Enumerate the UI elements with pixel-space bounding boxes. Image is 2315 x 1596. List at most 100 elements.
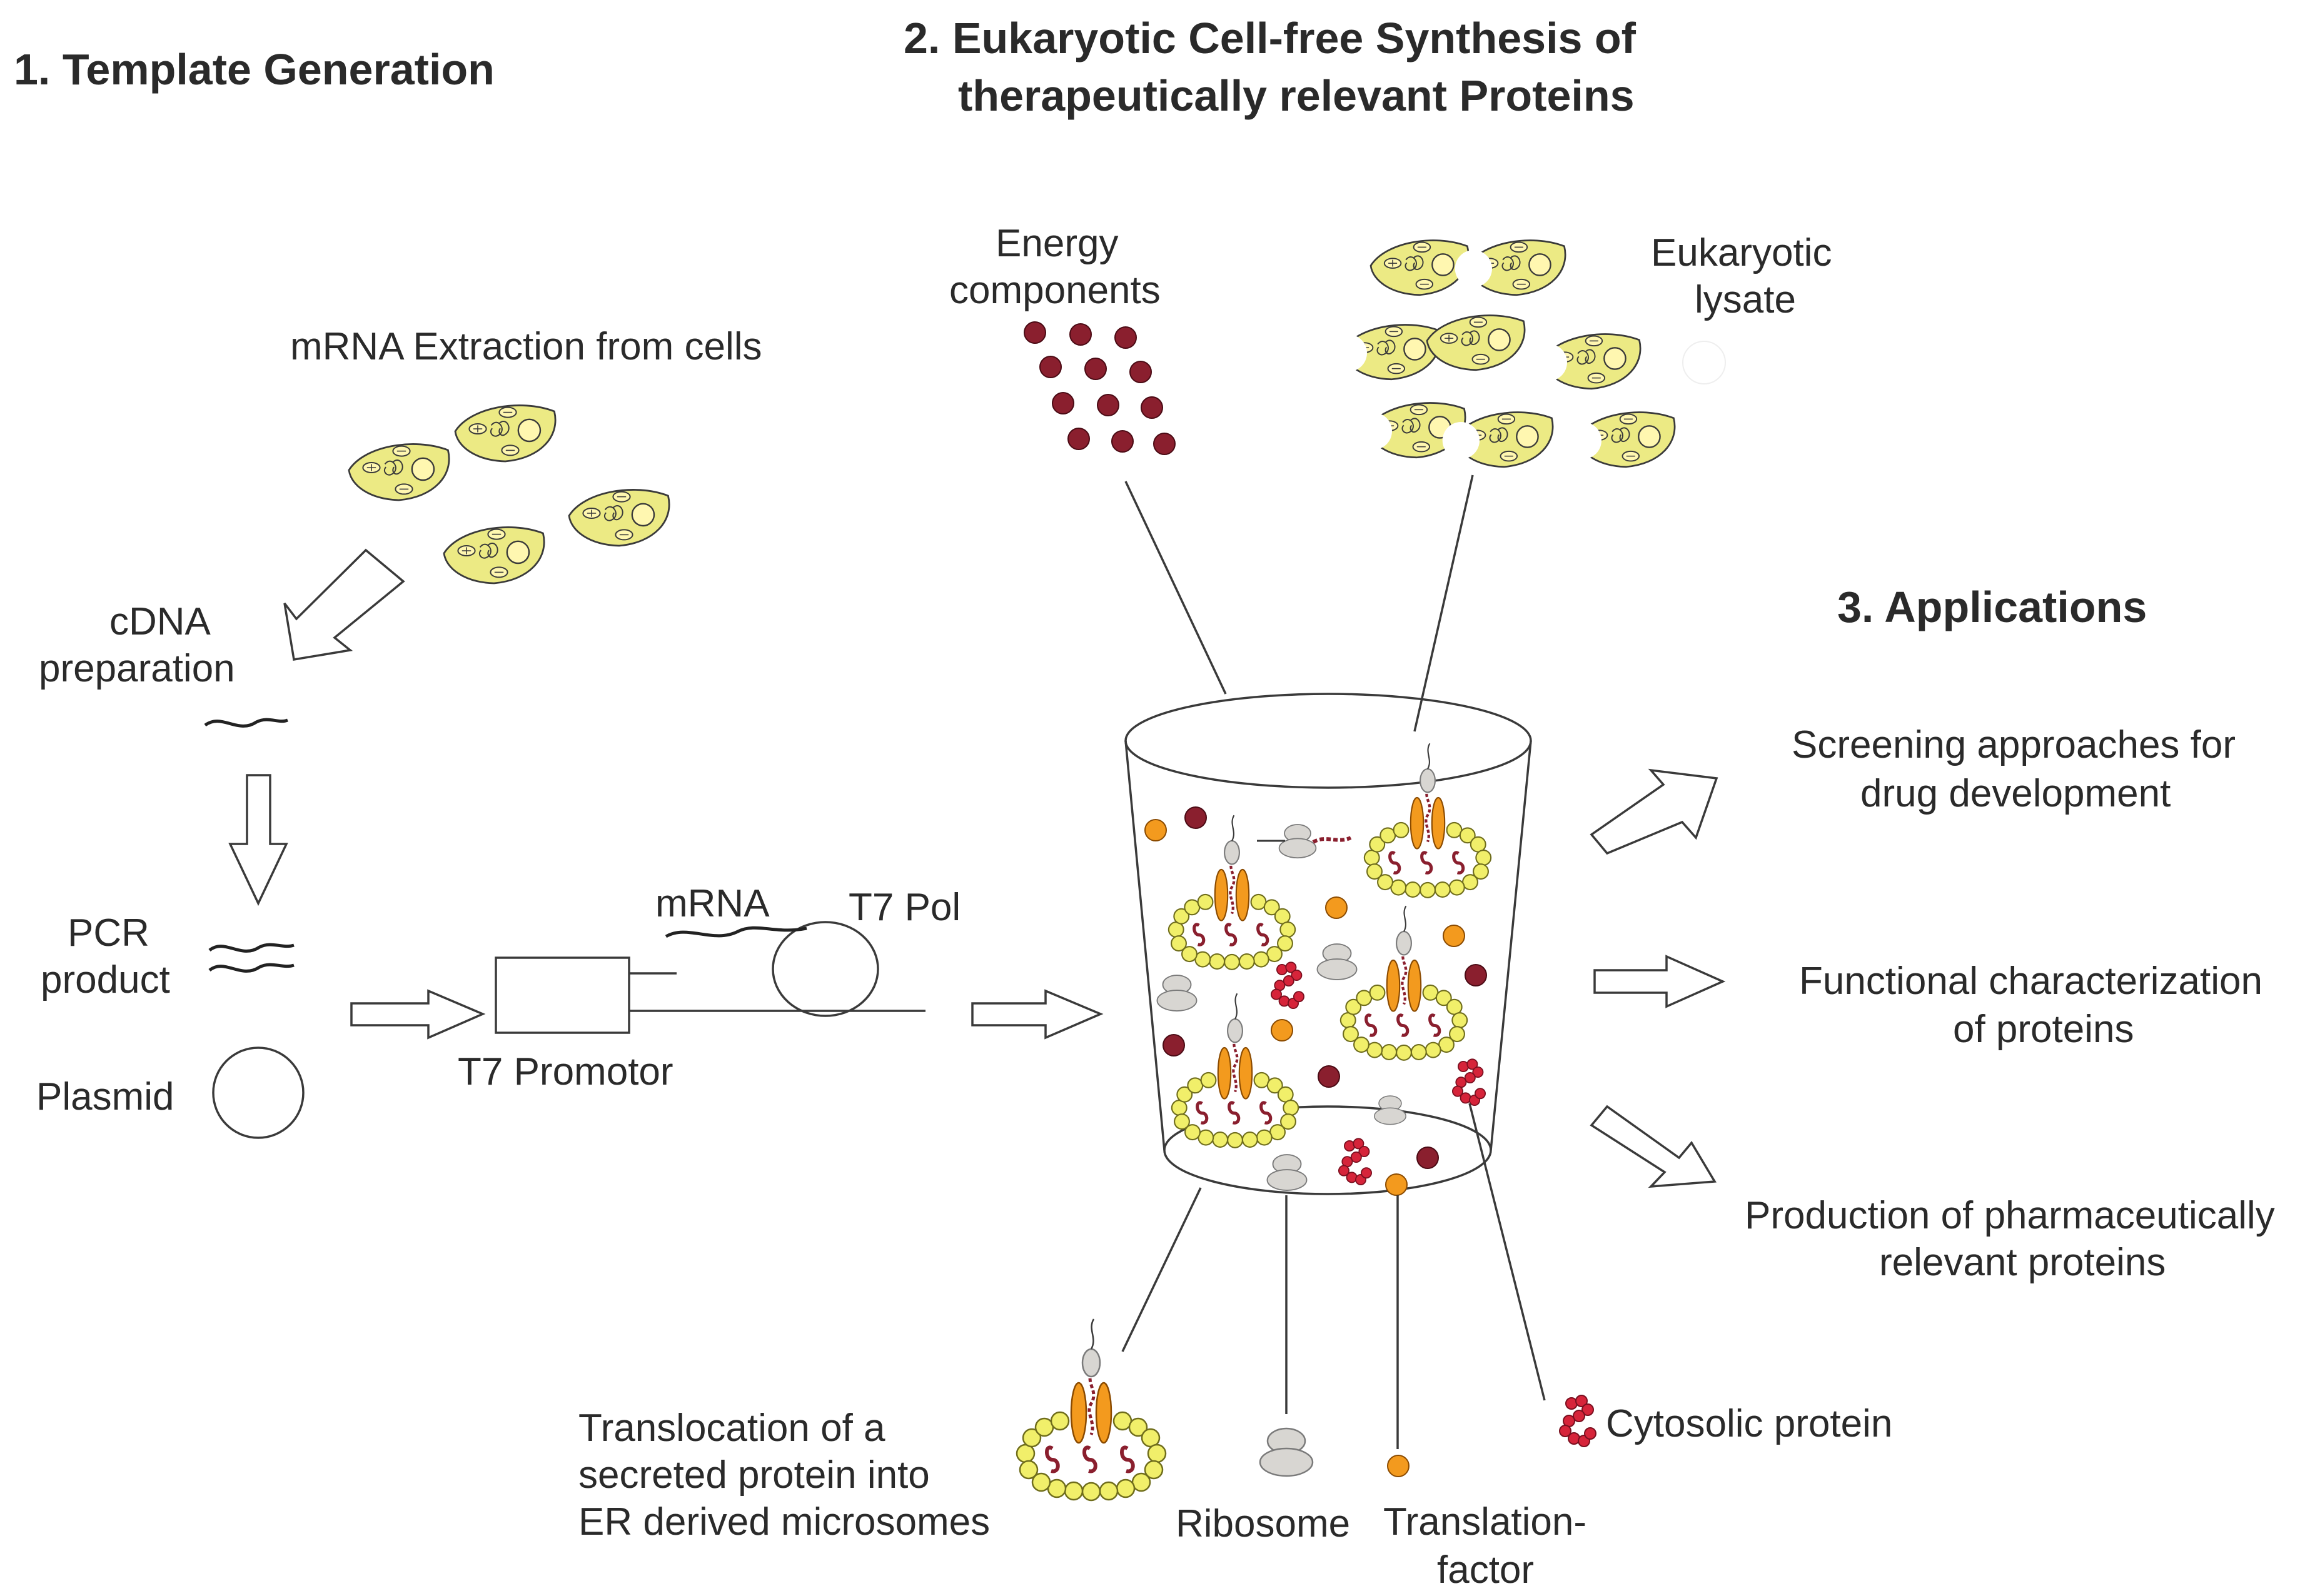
cell-icon — [454, 404, 557, 463]
pcr-product-strands-icon — [208, 943, 295, 973]
energy-dot — [1141, 396, 1163, 419]
cell-icon — [348, 443, 450, 501]
cytosolic-protein-icon — [1271, 961, 1305, 1009]
energy-dot — [1024, 321, 1046, 344]
factor-dot — [1443, 925, 1465, 947]
energy-dot — [1416, 1147, 1439, 1169]
energy-label-line2: components — [949, 269, 1161, 312]
reaction-vessel — [1124, 693, 1532, 1196]
lysed-fragment-icon — [1682, 341, 1726, 384]
factor-dot — [1325, 896, 1348, 919]
plasmid-label: Plasmid — [36, 1075, 174, 1118]
energy-dot — [1067, 428, 1090, 450]
production-label-line2: relevant proteins — [1879, 1241, 2166, 1284]
mrna-strand-icon — [665, 926, 807, 938]
screening-label-line2: drug development — [1860, 772, 2171, 815]
lysed-cell-icon — [1565, 413, 1675, 467]
arrow-to-pcr-icon — [228, 774, 288, 906]
ribosome-legend-icon — [1259, 1427, 1314, 1477]
cup-rim — [1124, 693, 1532, 789]
energy-label-line1: Energy — [996, 222, 1118, 265]
microsome-icon — [1364, 743, 1491, 898]
screening-label-line1: Screening approaches for — [1792, 723, 2236, 766]
pcr-label-line2: product — [41, 958, 170, 1001]
mrna-extraction-label: mRNA Extraction from cells — [290, 325, 762, 368]
ribosome-icon — [1374, 1095, 1406, 1125]
energy-dot — [1153, 433, 1176, 455]
microsome-connector — [1121, 1187, 1202, 1352]
cdna-label-line2: preparation — [39, 647, 235, 690]
t7-promotor-label: T7 Promotor — [458, 1050, 673, 1093]
translocation-label-line1: Translocation of a — [578, 1407, 885, 1450]
translocation-label-line3: ER derived microsomes — [578, 1500, 990, 1543]
microsome-legend-icon — [1017, 1319, 1166, 1500]
energy-dot — [1184, 806, 1207, 829]
energy-dot — [1163, 1034, 1185, 1056]
energy-dot — [1069, 323, 1092, 346]
cup-bottom — [1163, 1105, 1492, 1195]
microsome-icon — [1169, 815, 1295, 970]
template-generation-title: 1. Template Generation — [14, 45, 495, 94]
promotor-box — [495, 956, 630, 1034]
factor-dot — [1271, 1019, 1293, 1041]
plasmid-circle-icon — [212, 1046, 305, 1139]
energy-dot — [1114, 326, 1137, 349]
factor-dot — [1144, 819, 1167, 841]
energy-dot — [1084, 358, 1107, 380]
cell-icon — [1369, 239, 1470, 296]
arrow-to-screening-icon — [1590, 768, 1718, 855]
lysate-cells — [1330, 239, 1726, 467]
ribosome-icon — [1266, 1154, 1308, 1191]
applications-title: 3. Applications — [1837, 583, 2147, 631]
t7-polymerase-icon — [772, 921, 879, 1017]
synthesis-title-line1: 2. Eukaryotic Cell-free Synthesis of — [904, 14, 1637, 63]
cytosolic-connector — [1468, 1103, 1546, 1401]
energy-dot — [1111, 430, 1134, 453]
cell-icon — [443, 526, 545, 585]
arrow-to-production-icon — [1590, 1105, 1717, 1188]
ribosome-icon — [1316, 943, 1358, 980]
mrna-label: mRNA — [655, 882, 770, 925]
source-cells — [348, 404, 670, 585]
cup-left-wall — [1124, 740, 1166, 1151]
lysate-connector — [1413, 474, 1474, 732]
arrow-to-cdna-icon — [283, 548, 405, 661]
lysate-label-line1: Eukaryotic — [1651, 231, 1832, 274]
translocation-label-line2: secreted protein into — [578, 1453, 930, 1497]
functional-label-line2: of proteins — [1953, 1008, 2134, 1051]
energy-connector — [1124, 481, 1227, 695]
arrow-to-reaction-icon — [971, 989, 1104, 1040]
cytosolic-protein-icon — [1451, 1058, 1486, 1106]
lysed-cell-icon — [1455, 241, 1565, 295]
cell-icon — [1426, 314, 1526, 371]
t7-pol-label: T7 Pol — [849, 886, 961, 929]
ribosome-label: Ribosome — [1176, 1502, 1350, 1545]
cell-icon — [568, 489, 670, 547]
lysed-cell-icon — [1530, 334, 1640, 389]
energy-contents — [1163, 806, 1487, 1169]
nascent-chain — [1312, 836, 1352, 844]
factor-dot — [1385, 1173, 1408, 1196]
lysed-cell-icon — [1330, 325, 1440, 379]
pcr-label-line1: PCR — [68, 911, 149, 955]
energy-dot — [1465, 964, 1487, 986]
cup-right-wall — [1490, 740, 1532, 1151]
cytosolic-protein-label: Cytosolic protein — [1606, 1402, 1892, 1445]
cdna-label-line1: cDNA — [109, 600, 211, 643]
energy-dot — [1129, 361, 1152, 383]
cytosolic-protein-icon — [1338, 1138, 1373, 1185]
synthesis-title-line2: therapeutically relevant Proteins — [958, 71, 1635, 120]
functional-label-line1: Functional characterization — [1799, 960, 2262, 1003]
translation-factor-label-line1: Translation- — [1383, 1500, 1586, 1543]
t7-promotor-construct — [495, 921, 925, 1034]
energy-dot — [1039, 356, 1062, 378]
lysate-label-line2: lysate — [1695, 278, 1796, 321]
ribosome-icon — [1156, 975, 1198, 1011]
arrow-to-promotor-icon — [350, 989, 486, 1040]
factor-contents — [1144, 819, 1465, 1196]
cdna-strand-icon — [204, 718, 288, 728]
production-label-line1: Production of pharmaceutically — [1745, 1194, 2275, 1237]
energy-dot — [1052, 392, 1074, 414]
microsome-icon — [1172, 993, 1298, 1148]
